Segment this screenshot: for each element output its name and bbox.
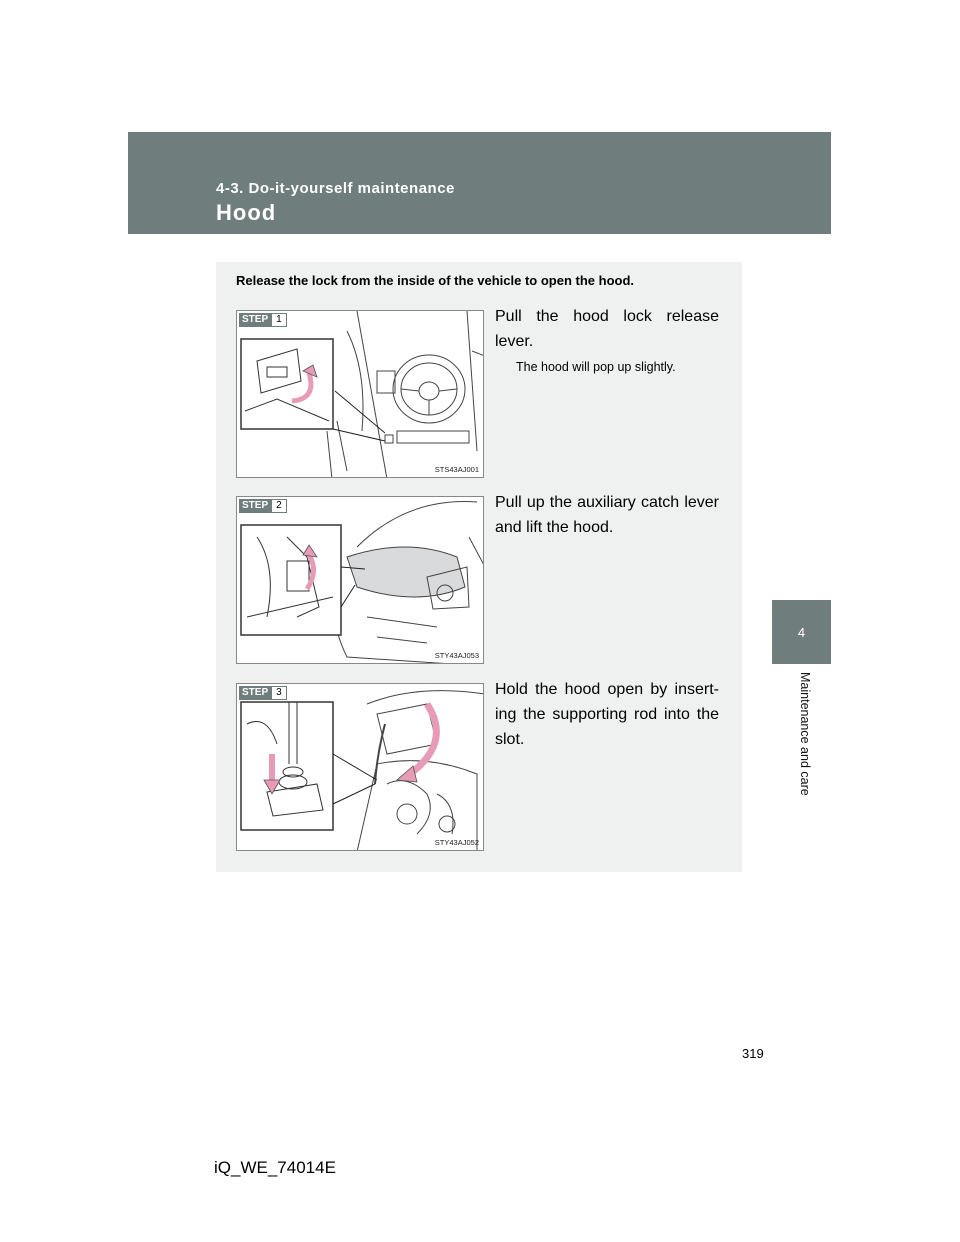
step-3-figure-code: STY43AJ052 (434, 838, 479, 847)
step-2-badge-number: 2 (271, 499, 287, 513)
step-2-badge-word: STEP (239, 499, 272, 513)
step-1-badge-number: 1 (271, 313, 287, 327)
support-rod-illustration (240, 690, 483, 850)
step-3-instruction: Hold the hood open by insert-ing the sup… (495, 681, 719, 748)
manual-code: iQ_WE_74014E (214, 1158, 336, 1177)
step-3-badge-number: 3 (271, 686, 287, 700)
step-1-note: The hood will pop up slightly. (516, 360, 676, 374)
step-1-instruction: Pull the hood lock release lever. (495, 308, 719, 350)
chapter-header: 4-3. Do-it-yourself maintenance Hood (128, 132, 831, 234)
step-3-badge: STEP 3 (239, 686, 287, 700)
step-1-figure: STEP 1 (236, 310, 484, 478)
page-number: 319 (742, 1046, 764, 1061)
section-label: 4-3. Do-it-yourself maintenance (216, 180, 455, 197)
page-title: Hood (216, 200, 277, 225)
step-2-figure-code: STY43AJ053 (434, 651, 479, 660)
step-2-figure: STEP 2 STY43AJ053 (236, 496, 484, 664)
step-1-badge-word: STEP (239, 313, 272, 327)
procedure-intro: Release the lock from the inside of the … (236, 273, 635, 288)
procedure-panel: Release the lock from the inside of the … (216, 262, 742, 872)
step-2-instruction: Pull up the auxiliary catch lever and li… (495, 494, 719, 536)
chapter-tab[interactable]: 4 (772, 600, 831, 664)
hood-release-lever-illustration (240, 311, 483, 477)
step-2-badge: STEP 2 (239, 499, 287, 513)
step-3-figure: STEP 3 (236, 683, 484, 851)
step-1-figure-code: STS43AJ001 (434, 465, 479, 474)
step-1-badge: STEP 1 (239, 313, 287, 327)
step-3-badge-word: STEP (239, 686, 272, 700)
chapter-tab-label: Maintenance and care (798, 672, 812, 796)
auxiliary-catch-illustration (240, 501, 483, 663)
